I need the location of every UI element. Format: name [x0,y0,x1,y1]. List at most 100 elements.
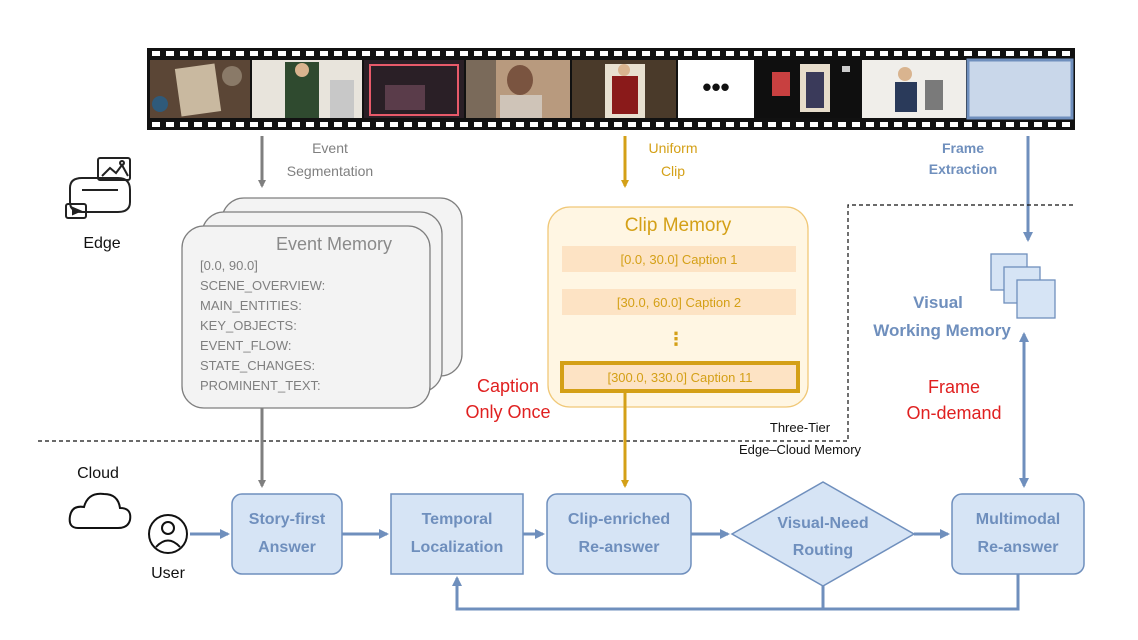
caption-only-once-line1: Caption [477,376,539,396]
caption-row-11 [560,361,800,393]
sprocket-hole [852,122,860,127]
sprocket-hole [656,51,664,56]
event-line: MAIN_ENTITIES: [200,298,302,313]
label-extraction: Extraction [929,161,997,177]
sprocket-hole [180,122,188,127]
sprocket-hole [446,51,454,56]
sprocket-hole [194,122,202,127]
sprocket-hole [684,122,692,127]
sprocket-hole [838,122,846,127]
sprocket-hole [348,122,356,127]
ellipsis-text: ••• [702,72,729,102]
sprocket-hole [1006,122,1014,127]
sprocket-hole [418,122,426,127]
sprocket-hole [670,122,678,127]
sprocket-hole [250,51,258,56]
frame-on-demand-line1: Frame [928,377,980,397]
sprocket-hole [292,51,300,56]
event-memory-stack [181,197,463,409]
sprocket-hole [908,122,916,127]
label-clip: Clip [661,163,685,179]
sprocket-hole [502,122,510,127]
sprocket-hole [418,51,426,56]
caption-1-text: [0.0, 30.0] Caption 1 [620,252,737,267]
event-line: KEY_OBJECTS: [200,318,297,333]
event-line: EVENT_FLOW: [200,338,292,353]
node-clip-enriched-reanswer [546,493,692,575]
event-memory-box [181,225,431,409]
sprocket-hole [586,51,594,56]
caption-row-1 [562,246,796,272]
sprocket-hole [572,122,580,127]
sprocket-hole [264,122,272,127]
sprocket-hole [278,122,286,127]
edge-cloud-boundary [38,204,1075,442]
sprocket-hole [572,51,580,56]
event-line: STATE_CHANGES: [200,358,315,373]
sprocket-hole [600,122,608,127]
sprocket-hole [222,122,230,127]
sprocket-hole [684,51,692,56]
user-icon [148,514,188,554]
sprocket-hole [824,51,832,56]
sprocket-hole [712,122,720,127]
sprocket-hole [754,51,762,56]
sprocket-hole [1020,122,1028,127]
sprocket-hole [964,51,972,56]
vwm-label-line2: Working Memory [873,321,1011,340]
sprocket-hole [460,51,468,56]
sprocket-hole [544,122,552,127]
clip-enriched-line2: Re-answer [579,539,660,556]
sprocket-hole [1020,51,1028,56]
sprocket-hole [1034,122,1042,127]
sprocket-hole [866,122,874,127]
sprocket-hole [670,51,678,56]
sprocket-hole [208,122,216,127]
sprocket-hole [614,122,622,127]
sprocket-hole [376,51,384,56]
sprocket-hole [726,122,734,127]
sprocket-hole [628,122,636,127]
sprocket-hole [474,51,482,56]
sprocket-hole [1034,51,1042,56]
sprocket-hole [1048,51,1056,56]
sprocket-hole [432,122,440,127]
caption-11-text: [300.0, 330.0] Caption 11 [607,370,752,385]
multimodal-line1: Multimodal [976,511,1060,528]
sprocket-hole [152,51,160,56]
sprocket-hole [768,51,776,56]
sprocket-hole [362,122,370,127]
visual-need-line1: Visual-Need [777,515,868,532]
sprocket-hole [432,51,440,56]
sprocket-hole [390,51,398,56]
video-frame-8 [966,58,1074,120]
node-multimodal-reanswer [951,493,1085,575]
sprocket-hole [964,122,972,127]
feedback-loop-arrow [452,574,1020,611]
sprocket-hole [152,122,160,127]
sprocket-hole [404,51,412,56]
sprocket-hole [1006,51,1014,56]
sprocket-hole [810,122,818,127]
video-frame-2 [252,60,362,118]
sprocket-hole [936,122,944,127]
visual-working-memory-icon [990,253,1056,319]
sprocket-hole [348,51,356,56]
sprocket-hole [530,122,538,127]
sprocket-hole [740,122,748,127]
sprocket-hole [782,51,790,56]
sprocket-hole [600,51,608,56]
film-sprockets [152,51,1070,127]
sprocket-hole [320,51,328,56]
sprocket-hole [614,51,622,56]
video-frame-3 [364,60,464,118]
sprocket-hole [866,51,874,56]
video-frame-7 [862,60,966,118]
sprocket-hole [726,51,734,56]
sprocket-hole [320,122,328,127]
node-temporal-localization [390,493,524,575]
sprocket-hole [978,122,986,127]
event-memory-title: Event Memory [276,234,392,254]
caption-vdots: ⋮ [667,329,685,349]
